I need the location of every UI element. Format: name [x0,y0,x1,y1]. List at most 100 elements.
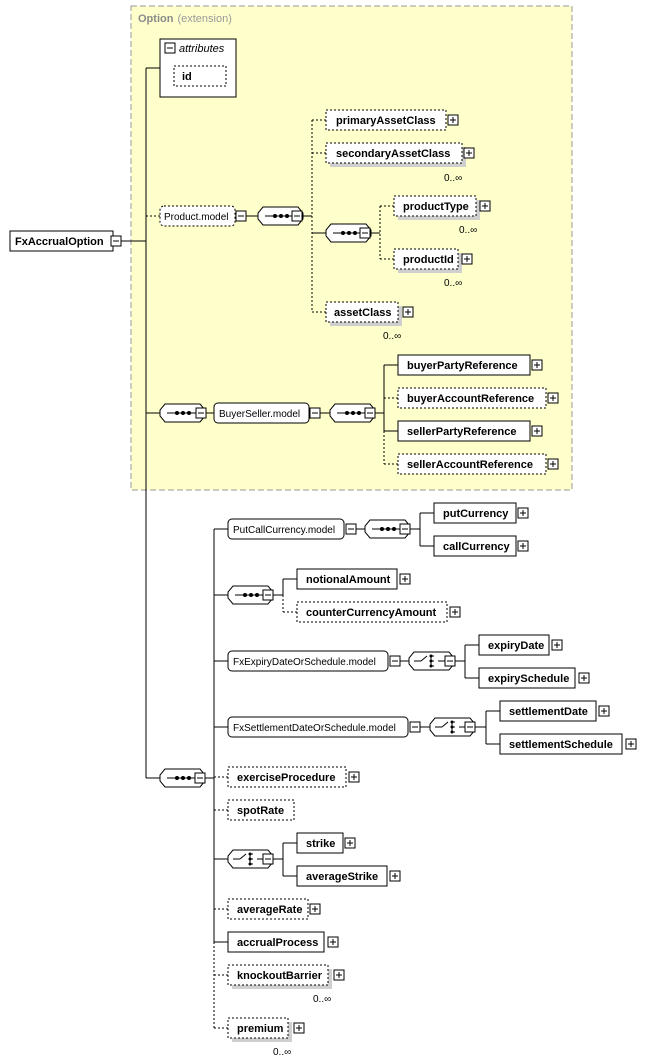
occurrence-assetClass: 0..∞ [383,331,401,342]
strike-expand-icon[interactable] [344,837,356,849]
root-collapse-icon[interactable] [110,235,122,247]
averageRate-expand-icon[interactable] [309,903,321,915]
svg-text:PutCallCurrency.model: PutCallCurrency.model [233,525,335,536]
element-buyerPartyReference[interactable]: buyerPartyReference [397,354,531,376]
group-fxsettlement-model[interactable]: FxSettlementDateOrSchedule.model [227,716,409,738]
svg-text:FxAccrualOption: FxAccrualOption [15,236,104,248]
settlementDate-expand-icon[interactable] [598,705,610,717]
element-expiryDate[interactable]: expiryDate [478,634,550,656]
element-productId[interactable]: productId [393,248,459,270]
notional-seq-collapse-icon[interactable] [262,589,274,601]
group-buyerseller-model[interactable]: BuyerSeller.model [213,402,310,424]
buyerseller-collapse-icon[interactable] [309,407,321,419]
element-expirySchedule[interactable]: expirySchedule [478,667,576,689]
sequence-collapse-icon[interactable] [195,407,207,419]
svg-text:buyerAccountReference: buyerAccountReference [407,393,534,405]
extension-title: Option(extension) [138,13,232,25]
element-productType[interactable]: productType [393,195,477,217]
counterCurrencyAmount-expand-icon[interactable] [449,606,461,618]
occurrence-productId: 0..∞ [444,278,462,289]
svg-text:settlementDate: settlementDate [509,706,588,718]
fxsettlement-collapse-icon[interactable] [409,721,421,733]
knockoutBarrier-expand-icon[interactable] [333,969,345,981]
svg-text:secondaryAssetClass: secondaryAssetClass [336,148,450,160]
product-model-collapse-icon[interactable] [235,210,247,222]
strike-choice-collapse-icon[interactable] [262,853,274,865]
group-putcallcurrency-model[interactable]: PutCallCurrency.model [227,518,345,540]
svg-text:productType: productType [403,201,469,213]
svg-text:FxExpiryDateOrSchedule.model: FxExpiryDateOrSchedule.model [233,657,376,668]
productId-expand-icon[interactable] [461,253,473,265]
svg-text:accrualProcess: accrualProcess [237,937,318,949]
element-sellerPartyReference[interactable]: sellerPartyReference [397,420,531,442]
svg-text:averageStrike: averageStrike [306,871,378,883]
settlementSchedule-expand-icon[interactable] [625,738,637,750]
fxexpiry-collapse-icon[interactable] [389,655,401,667]
element-putCurrency[interactable]: putCurrency [433,502,517,524]
svg-text:FxSettlementDateOrSchedule.mod: FxSettlementDateOrSchedule.model [233,723,396,734]
expirySchedule-expand-icon[interactable] [578,672,590,684]
occurrence-secondaryAssetClass: 0..∞ [444,173,462,184]
element-assetClass[interactable]: assetClass [325,301,399,323]
assetClass-expand-icon[interactable] [402,306,414,318]
putcallcurrency-collapse-icon[interactable] [345,523,357,535]
productType-expand-icon[interactable] [479,200,491,212]
element-primaryAssetClass[interactable]: primaryAssetClass [325,109,447,131]
fxsettlement-choice-collapse-icon[interactable] [464,721,476,733]
premium-expand-icon[interactable] [293,1022,305,1034]
occurrence-productType: 0..∞ [459,225,477,236]
element-settlementSchedule[interactable]: settlementSchedule [499,733,623,755]
exerciseProcedure-expand-icon[interactable] [348,771,360,783]
callCurrency-expand-icon[interactable] [517,540,529,552]
element-spotRate[interactable]: spotRate [227,799,295,821]
main-sequence-collapse-icon[interactable] [194,772,206,784]
root-element[interactable]: FxAccrualOption [9,230,114,252]
secondaryAssetClass-expand-icon[interactable] [463,147,475,159]
element-averageStrike[interactable]: averageStrike [296,865,388,887]
element-accrualProcess[interactable]: accrualProcess [227,931,325,953]
fxexpiry-choice-collapse-icon[interactable] [444,655,456,667]
buyerAccountReference-expand-icon[interactable] [547,392,559,404]
sellerPartyReference-expand-icon[interactable] [531,425,543,437]
primaryAssetClass-expand-icon[interactable] [447,114,459,126]
inner-sequence-collapse-icon[interactable] [359,227,371,239]
occurrence-knockoutBarrier: 0..∞ [313,994,331,1005]
putcallcurrency-seq-collapse-icon[interactable] [399,523,411,535]
element-averageRate[interactable]: averageRate [227,898,309,920]
notionalAmount-expand-icon[interactable] [399,573,411,585]
svg-text:primaryAssetClass: primaryAssetClass [336,115,436,127]
buyerseller-seq-collapse-icon[interactable] [364,407,376,419]
attributes-collapse-icon[interactable] [164,42,176,54]
buyerPartyReference-expand-icon[interactable] [531,359,543,371]
element-sellerAccountReference[interactable]: sellerAccountReference [397,453,547,475]
svg-text:strike: strike [306,838,335,850]
group-product-model[interactable]: Product.model [159,205,236,227]
svg-text:averageRate: averageRate [237,904,302,916]
svg-text:attributes: attributes [179,43,225,55]
element-counterCurrencyAmount[interactable]: counterCurrencyAmount [296,601,448,623]
element-premium[interactable]: premium [227,1017,289,1039]
element-settlementDate[interactable]: settlementDate [499,700,597,722]
sequence-collapse-icon[interactable] [291,210,303,222]
expiryDate-expand-icon[interactable] [551,639,563,651]
averageStrike-expand-icon[interactable] [389,870,401,882]
svg-text:settlementSchedule: settlementSchedule [509,739,613,751]
element-buyerAccountReference[interactable]: buyerAccountReference [397,387,547,409]
sellerAccountReference-expand-icon[interactable] [547,458,559,470]
svg-text:expirySchedule: expirySchedule [488,673,569,685]
element-notionalAmount[interactable]: notionalAmount [296,568,398,590]
svg-text:putCurrency: putCurrency [443,508,509,520]
svg-text:notionalAmount: notionalAmount [306,574,391,586]
svg-text:Product.model: Product.model [164,212,228,223]
putCurrency-expand-icon[interactable] [517,507,529,519]
svg-text:BuyerSeller.model: BuyerSeller.model [219,409,300,420]
element-callCurrency[interactable]: callCurrency [433,535,517,557]
element-secondaryAssetClass[interactable]: secondaryAssetClass [325,142,463,164]
svg-text:knockoutBarrier: knockoutBarrier [237,970,323,982]
svg-text:sellerAccountReference: sellerAccountReference [407,459,533,471]
element-exerciseProcedure[interactable]: exerciseProcedure [227,766,347,788]
element-knockoutBarrier[interactable]: knockoutBarrier [227,964,329,986]
accrualProcess-expand-icon[interactable] [327,936,339,948]
group-fxexpiry-model[interactable]: FxExpiryDateOrSchedule.model [227,650,389,672]
element-strike[interactable]: strike [296,832,344,854]
